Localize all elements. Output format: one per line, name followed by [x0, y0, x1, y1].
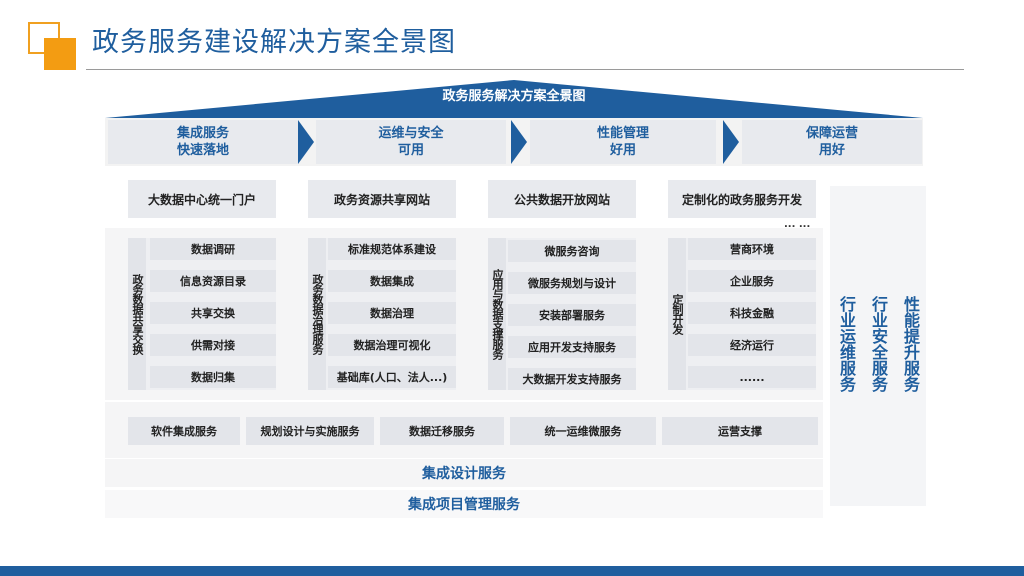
chevron-right-icon: [723, 120, 739, 164]
service-item: 数据集成: [328, 270, 456, 292]
service-item: 共享交换: [150, 302, 276, 324]
pillar-performance: 性能管理 好用: [530, 120, 716, 164]
service-item: 数据调研: [150, 238, 276, 260]
pillar-line2: 快速落地: [176, 143, 229, 158]
service-item: 数据归集: [150, 366, 276, 388]
portal-custom-dev: 定制化的政务服务开发: [668, 180, 816, 218]
pillar-line2: 用好: [818, 143, 845, 158]
right-column-performance: 性能提升服务: [901, 296, 920, 392]
service-item: 企业服务: [688, 270, 816, 292]
service-item: 科技金融: [688, 302, 816, 324]
pillar-line1: 性能管理: [596, 126, 649, 141]
service-item: 微服务咨询: [508, 240, 636, 262]
chevron-right-icon: [511, 120, 527, 164]
group-label: 定制开发: [668, 238, 686, 390]
logo-square: [44, 38, 76, 70]
right-column-bg: [894, 186, 926, 506]
pillar-ops-security: 运维与安全 可用: [316, 120, 506, 164]
pillar-line1: 保障运营: [805, 126, 858, 141]
right-column-industry-security: 行业安全服务: [869, 296, 888, 392]
footer-bar: [0, 566, 1024, 576]
integration-project-management: 集成项目管理服务: [105, 490, 823, 518]
bottom-service: 运营支撑: [662, 417, 818, 445]
service-item: 微服务规划与设计: [508, 272, 636, 294]
service-item: 应用开发支持服务: [508, 336, 636, 358]
service-item: 大数据开发支持服务: [508, 368, 636, 390]
integration-design-service: 集成设计服务: [105, 459, 823, 487]
page-title: 政务服务建设解决方案全景图: [92, 27, 456, 58]
service-item: 安装部署服务: [508, 304, 636, 326]
service-item: 数据治理: [328, 302, 456, 324]
chevron-right-icon: [298, 120, 314, 164]
service-item: 供需对接: [150, 334, 276, 356]
portal-open-data: 公共数据开放网站: [488, 180, 636, 218]
group-label: 政务数据共享交换: [128, 238, 146, 390]
right-column-bg: [862, 186, 894, 506]
right-column-industry-ops: 行业运维服务: [837, 296, 856, 392]
service-item: 标准规范体系建设: [328, 238, 456, 260]
portal-resource-sharing: 政务资源共享网站: [308, 180, 456, 218]
title-divider: [86, 69, 964, 70]
service-item: 经济运行: [688, 334, 816, 356]
service-item: ......: [688, 366, 816, 388]
bottom-service: 数据迁移服务: [380, 417, 504, 445]
portal-data-center: 大数据中心统一门户: [128, 180, 276, 218]
pillar-integration: 集成服务 快速落地: [108, 120, 298, 164]
bottom-service: 规划设计与实施服务: [246, 417, 374, 445]
service-item: 基础库(人口、法人...): [328, 366, 456, 388]
pillar-line1: 运维与安全: [378, 126, 444, 141]
right-column-bg: [830, 186, 862, 506]
pillar-line1: 集成服务: [176, 126, 229, 141]
group-label: 政务数据治理服务: [308, 238, 326, 390]
pillar-operations: 保障运营 用好: [742, 120, 922, 164]
roof-banner: [105, 80, 923, 118]
pillar-line2: 可用: [397, 143, 424, 158]
pillar-line2: 好用: [609, 143, 636, 158]
bottom-service: 软件集成服务: [128, 417, 240, 445]
bottom-service: 统一运维微服务: [510, 417, 656, 445]
service-item: 数据治理可视化: [328, 334, 456, 356]
service-item: 营商环境: [688, 238, 816, 260]
roof-label: 政务服务解决方案全景图: [442, 89, 586, 104]
service-item: 信息资源目录: [150, 270, 276, 292]
group-label: 应用与数据支撑服务: [488, 238, 506, 390]
portal-ellipsis: ... ...: [784, 219, 811, 230]
